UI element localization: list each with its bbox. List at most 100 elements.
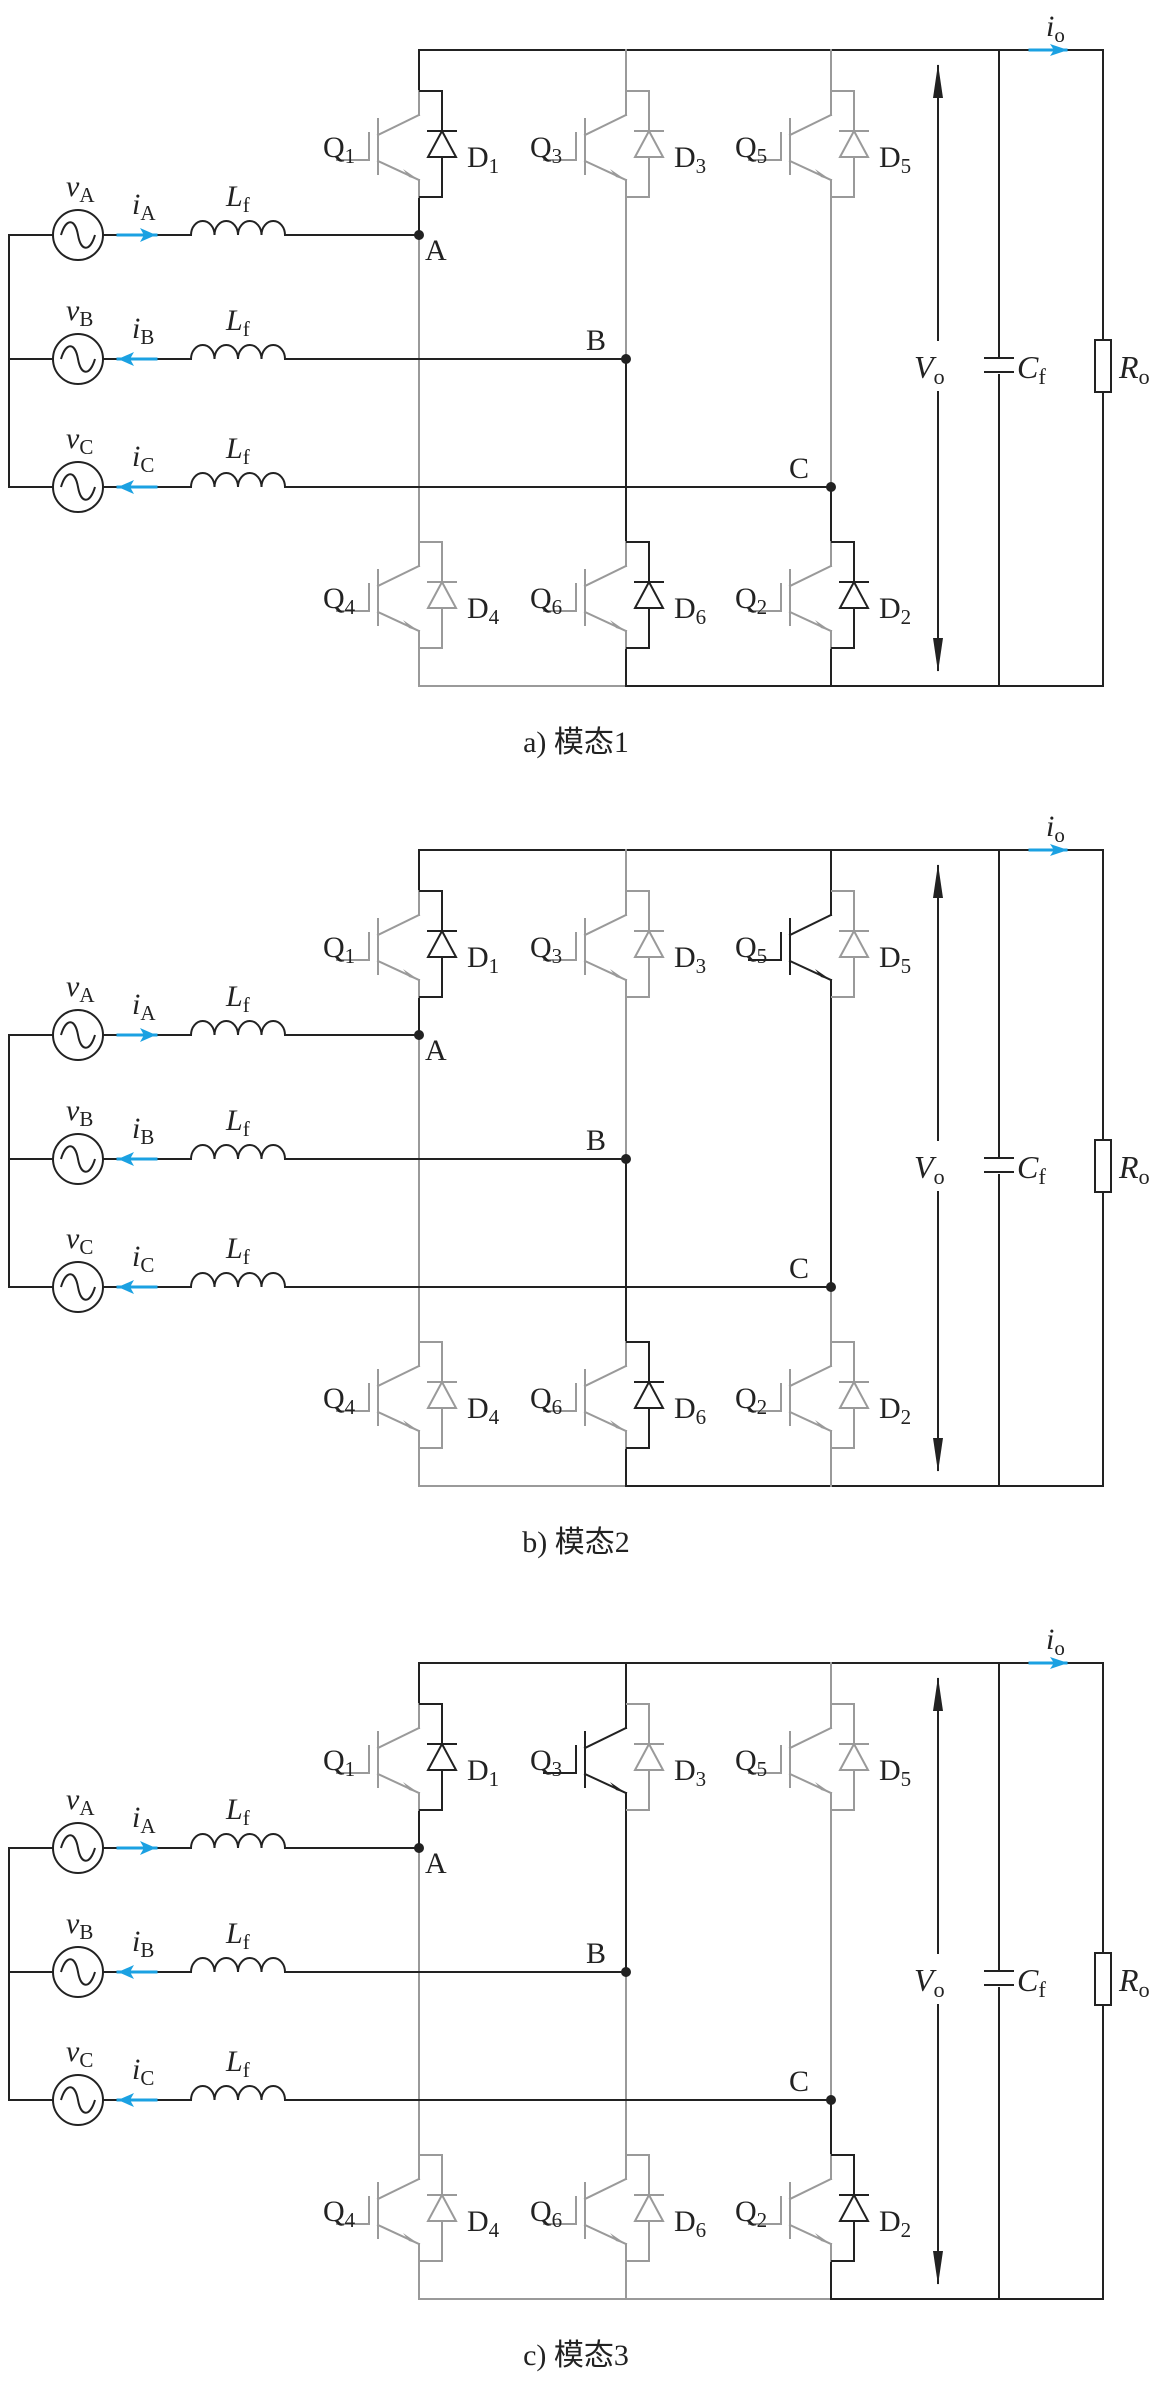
current-arrow-icon	[118, 1965, 134, 1979]
node-dot	[621, 1154, 631, 1164]
sine-wave-icon	[60, 2086, 96, 2114]
vo-arrow-down-icon	[933, 1438, 943, 1472]
node-label-a: A	[425, 1847, 447, 1880]
diode-label: D1	[467, 941, 499, 978]
mode-caption: c) 模态3	[523, 2339, 629, 2372]
diode-label: D6	[674, 1392, 706, 1429]
output-current-label: io	[1046, 1623, 1065, 1660]
igbt-collector-slant	[376, 2177, 421, 2201]
emitter-arrow-icon	[815, 1782, 831, 1793]
igbt-collector-slant	[583, 564, 628, 588]
igbt-gate	[336, 583, 370, 612]
diode-label: D4	[467, 1392, 500, 1429]
inductor-icon	[190, 1957, 286, 1973]
igbt-collector-slant	[376, 1364, 421, 1388]
sine-wave-icon	[60, 1273, 96, 1301]
diode-label: D5	[879, 1754, 911, 1791]
current-label: iA	[132, 188, 156, 225]
igbt-gate	[336, 932, 370, 961]
emitter-arrow-icon	[815, 1420, 831, 1431]
lower-switch-3: Q2 D2	[735, 2154, 911, 2262]
current-label: iB	[132, 1925, 154, 1962]
output-voltage-label: Vo	[914, 1962, 945, 2002]
node-dot	[414, 1030, 424, 1040]
diode-icon	[838, 128, 870, 158]
diode-label: D3	[674, 141, 706, 178]
output-voltage-label: Vo	[914, 349, 945, 389]
inductor-label: Lf	[225, 2045, 250, 2082]
current-label: iC	[132, 1240, 154, 1277]
diode-label: D1	[467, 141, 499, 178]
node-dot	[414, 1843, 424, 1853]
diode-label: D4	[467, 592, 500, 629]
sine-wave-icon	[60, 1021, 96, 1049]
diode-label: D5	[879, 941, 911, 978]
igbt-collector-slant	[583, 113, 628, 137]
source-label: vA	[66, 170, 95, 207]
switch-label: Q2	[735, 1382, 767, 1419]
node-dot	[414, 230, 424, 240]
emitter-arrow-icon	[815, 169, 831, 180]
diode-label: D2	[879, 592, 911, 629]
source-label: vC	[66, 422, 93, 459]
vo-arrow-down-icon	[933, 2251, 943, 2285]
emitter-arrow-icon	[610, 1782, 626, 1793]
sine-wave-icon	[60, 1958, 96, 1986]
current-label: iC	[132, 2053, 154, 2090]
igbt-collector-slant	[583, 1726, 628, 1750]
inductor-icon	[190, 1833, 286, 1849]
emitter-arrow-icon	[403, 969, 419, 980]
diode-label: D2	[879, 2205, 911, 2242]
emitter-arrow-icon	[815, 969, 831, 980]
mode-caption: b) 模态2	[522, 1526, 630, 1559]
sine-wave-icon	[60, 1145, 96, 1173]
inductor-label: Lf	[225, 1793, 250, 1830]
output-voltage-label: Vo	[914, 1149, 945, 1189]
igbt-collector-slant	[788, 1726, 833, 1750]
diode-icon	[838, 1741, 870, 1771]
igbt-collector-slant	[788, 113, 833, 137]
current-arrow-icon	[140, 228, 156, 242]
inductor-label: Lf	[225, 980, 250, 1017]
switch-label: Q6	[530, 582, 562, 619]
current-label: iC	[132, 440, 154, 477]
source-label: vA	[66, 1783, 95, 1820]
resistor-icon	[1094, 339, 1112, 393]
capacitor-label: Cf	[1017, 1149, 1046, 1189]
vo-arrow-up-icon	[933, 864, 943, 898]
node-label-b: B	[586, 1937, 606, 1970]
switch-label: Q1	[323, 131, 355, 168]
sine-wave-icon	[60, 345, 96, 373]
igbt-gate	[748, 1745, 782, 1774]
diode-label: D2	[879, 1392, 911, 1429]
capacitor-gap	[983, 1158, 1015, 1174]
current-arrow-icon	[140, 1028, 156, 1042]
node-dot	[621, 1967, 631, 1977]
diode-icon	[426, 128, 458, 158]
vo-arrow-down-icon	[933, 638, 943, 672]
io-arrow-icon	[1050, 44, 1068, 56]
vo-arrow-up-icon	[933, 1677, 943, 1711]
igbt-collector-slant	[376, 564, 421, 588]
switch-label: Q3	[530, 1744, 562, 1781]
inductor-icon	[190, 2085, 286, 2101]
inductor-icon	[190, 472, 286, 488]
capacitor-label: Cf	[1017, 349, 1046, 389]
source-label: vA	[66, 970, 95, 1007]
resistor-label: Ro	[1118, 349, 1150, 389]
diode-icon	[633, 928, 665, 958]
sine-wave-icon	[60, 221, 96, 249]
switch-label: Q5	[735, 931, 767, 968]
emitter-arrow-icon	[610, 1420, 626, 1431]
switch-label: Q2	[735, 2195, 767, 2232]
igbt-collector-slant	[788, 913, 833, 937]
node-label-c: C	[789, 1252, 809, 1285]
